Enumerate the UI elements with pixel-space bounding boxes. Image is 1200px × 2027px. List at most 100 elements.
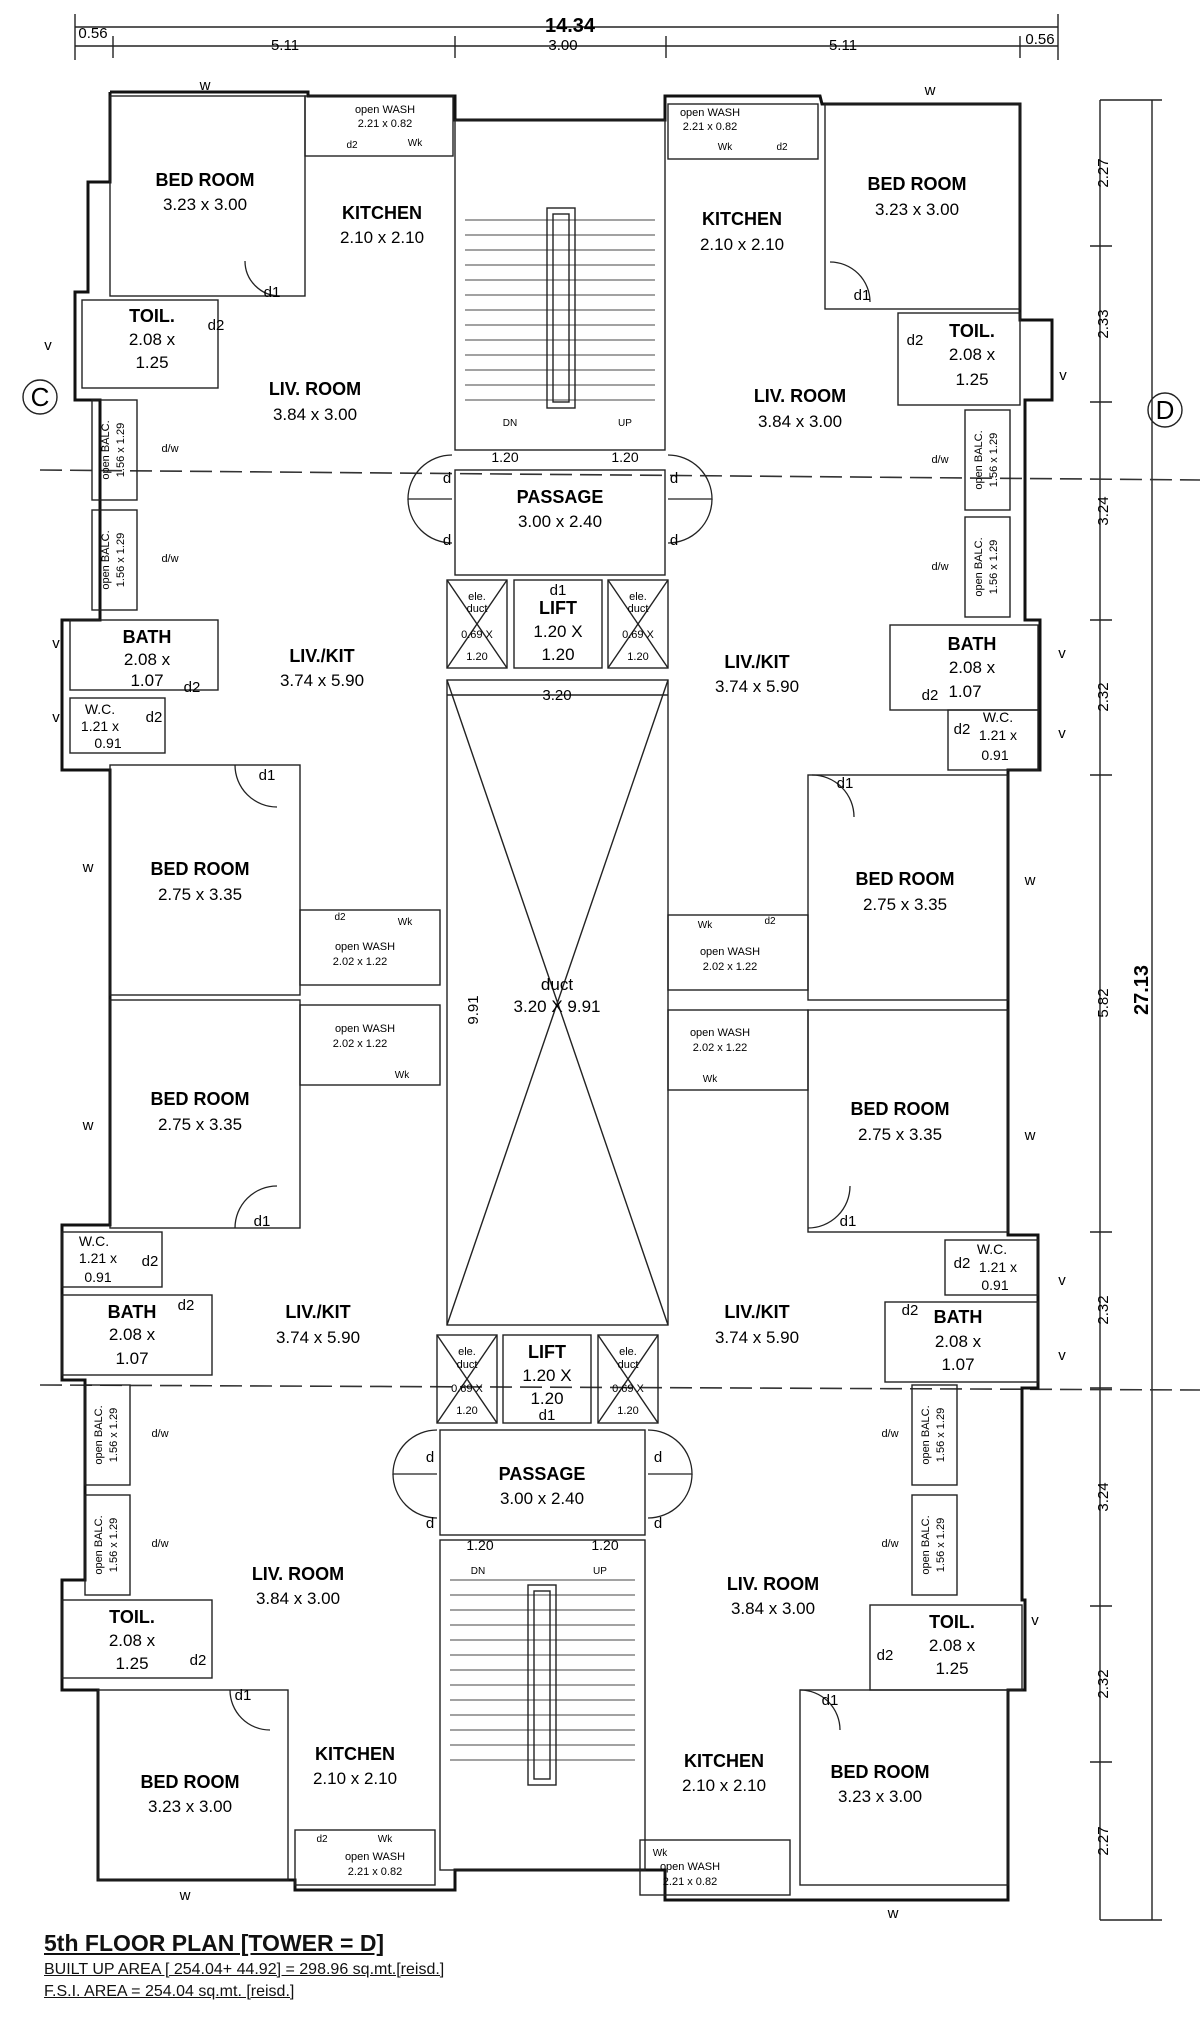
svg-text:d/w: d/w — [881, 1428, 898, 1440]
left-width-label: 5.11 — [271, 37, 299, 54]
svg-text:3.74 x 5.90: 3.74 x 5.90 — [715, 1328, 799, 1347]
svg-text:BED ROOM: BED ROOM — [151, 1089, 250, 1109]
svg-text:1.56 x 1.29: 1.56 x 1.29 — [935, 1518, 947, 1572]
core: DN UP 1.20 1.20 PASSAGE 3.00 x 2.40 d d … — [392, 119, 713, 1871]
svg-text:d: d — [426, 1449, 434, 1466]
bath-name: BATH — [123, 627, 172, 647]
svg-text:LIV. ROOM: LIV. ROOM — [727, 1574, 819, 1594]
svg-text:1.25: 1.25 — [115, 1654, 148, 1673]
svg-text:d2: d2 — [334, 912, 346, 923]
livkit-dim: 3.74 x 5.90 — [280, 671, 364, 690]
svg-text:d/w: d/w — [931, 561, 948, 573]
svg-text:d2: d2 — [208, 317, 225, 334]
svg-text:2.75 x 3.35: 2.75 x 3.35 — [863, 895, 947, 914]
bottom-lift — [502, 1334, 592, 1424]
svg-text:LIV. ROOM: LIV. ROOM — [754, 386, 846, 406]
flat-top-right: BED ROOM 3.23 x 3.00 w d1 open WASH 2.21… — [667, 82, 1067, 618]
svg-text:2.21 x 0.82: 2.21 x 0.82 — [683, 121, 737, 133]
svg-text:duct: duct — [467, 603, 488, 615]
wash-dim: 2.21 x 0.82 — [358, 118, 412, 130]
bottom-lift-name: LIFT — [528, 1342, 566, 1362]
dim-seg6: 2.32 — [1095, 1295, 1112, 1324]
svg-text:Wk: Wk — [395, 1070, 410, 1081]
svg-text:2.02 x 1.22: 2.02 x 1.22 — [333, 956, 387, 968]
svg-text:3.23 x 3.00: 3.23 x 3.00 — [875, 200, 959, 219]
svg-text:v: v — [1058, 725, 1066, 742]
svg-text:d2: d2 — [954, 1255, 971, 1272]
window-mark: w — [199, 77, 211, 94]
svg-text:Wk: Wk — [653, 1848, 668, 1859]
svg-text:d: d — [670, 532, 678, 549]
svg-text:1.25: 1.25 — [935, 1659, 968, 1678]
svg-text:d1: d1 — [854, 287, 871, 304]
overall-width-label: 14.34 — [545, 15, 596, 37]
svg-text:v: v — [1031, 1612, 1039, 1629]
bedroom-name: BED ROOM — [156, 170, 255, 190]
svg-text:0.91: 0.91 — [981, 747, 1008, 763]
central-duct — [446, 679, 669, 1326]
svg-text:d/w: d/w — [931, 454, 948, 466]
svg-text:1.20: 1.20 — [627, 651, 648, 663]
svg-text:TOIL.: TOIL. — [949, 321, 995, 341]
svg-text:d2: d2 — [954, 721, 971, 738]
svg-text:w: w — [82, 1117, 94, 1134]
svg-text:open BALC.: open BALC. — [920, 1405, 932, 1464]
top-stair-treads — [465, 219, 655, 401]
duct-dim: 3.20 X 9.91 — [514, 997, 601, 1016]
duct-height-label: 9.91 — [465, 995, 482, 1024]
wash-name: open WASH — [355, 104, 415, 116]
dim-seg1: 2.27 — [1095, 158, 1112, 187]
svg-text:d2: d2 — [907, 332, 924, 349]
svg-text:v: v — [1058, 645, 1066, 662]
svg-text:d2: d2 — [146, 709, 163, 726]
passage-door-arc — [407, 454, 453, 500]
svg-text:LIV. ROOM: LIV. ROOM — [252, 1564, 344, 1584]
svg-text:1.56 x 1.29: 1.56 x 1.29 — [115, 423, 127, 477]
svg-text:v: v — [1058, 1272, 1066, 1289]
svg-text:1.07: 1.07 — [115, 1349, 148, 1368]
bottom-stair-up: UP — [593, 1566, 607, 1577]
livkit-name: LIV./KIT — [289, 646, 354, 666]
dim-seg9: 2.27 — [1095, 1826, 1112, 1855]
svg-text:open BALC.: open BALC. — [100, 530, 112, 589]
svg-text:d2: d2 — [346, 140, 358, 151]
duct-name: duct — [541, 975, 573, 994]
svg-text:d: d — [426, 1515, 434, 1532]
top-dimensions: 14.34 0.56 5.11 3.00 5.11 0.56 — [74, 14, 1059, 60]
svg-text:1.25: 1.25 — [955, 370, 988, 389]
svg-text:2.10 x 2.10: 2.10 x 2.10 — [313, 1769, 397, 1788]
bottom-ele-duct-right — [597, 1334, 659, 1424]
svg-text:TOIL.: TOIL. — [109, 1607, 155, 1627]
bottom-passage-dim: 3.00 x 2.40 — [500, 1489, 584, 1508]
svg-text:duct: duct — [618, 1359, 639, 1371]
svg-text:open BALC.: open BALC. — [920, 1515, 932, 1574]
toilet-name: TOIL. — [129, 306, 175, 326]
right-offset-label: 0.56 — [1025, 31, 1054, 48]
svg-text:1.20: 1.20 — [541, 645, 574, 664]
svg-text:v: v — [52, 709, 60, 726]
svg-text:d2: d2 — [922, 687, 939, 704]
svg-text:d: d — [670, 470, 678, 487]
svg-text:open WASH: open WASH — [680, 107, 740, 119]
svg-text:1.56 x 1.29: 1.56 x 1.29 — [108, 1518, 120, 1572]
svg-text:d: d — [654, 1515, 662, 1532]
svg-text:ele.: ele. — [468, 591, 486, 603]
liv-room-dim: 3.84 x 3.00 — [273, 405, 357, 424]
top-stair-dn: DN — [503, 418, 517, 429]
bottom-passage — [439, 1429, 646, 1536]
flat-mid-right-upper: BATH 2.08 x 1.07 d2 v W.C. 1.21 x 0.91 d… — [667, 624, 1066, 1001]
svg-text:d1: d1 — [264, 284, 281, 301]
svg-text:1.07: 1.07 — [948, 682, 981, 701]
svg-text:2.08 x: 2.08 x — [129, 330, 176, 349]
svg-text:1.25: 1.25 — [135, 353, 168, 372]
svg-text:open WASH: open WASH — [690, 1027, 750, 1039]
svg-text:1.20 X: 1.20 X — [533, 622, 582, 641]
dim-seg3: 3.24 — [1095, 496, 1112, 525]
svg-text:w: w — [887, 1905, 899, 1922]
dim-seg4: 2.32 — [1095, 682, 1112, 711]
svg-text:BATH: BATH — [934, 1307, 983, 1327]
svg-text:0.69 X: 0.69 X — [451, 1383, 483, 1395]
svg-text:1.20: 1.20 — [617, 1405, 638, 1417]
svg-text:3.84 x 3.00: 3.84 x 3.00 — [256, 1589, 340, 1608]
flat-mid-left-lower: open WASH 2.02 x 1.22 Wk BED ROOM 2.75 x… — [61, 999, 441, 1376]
